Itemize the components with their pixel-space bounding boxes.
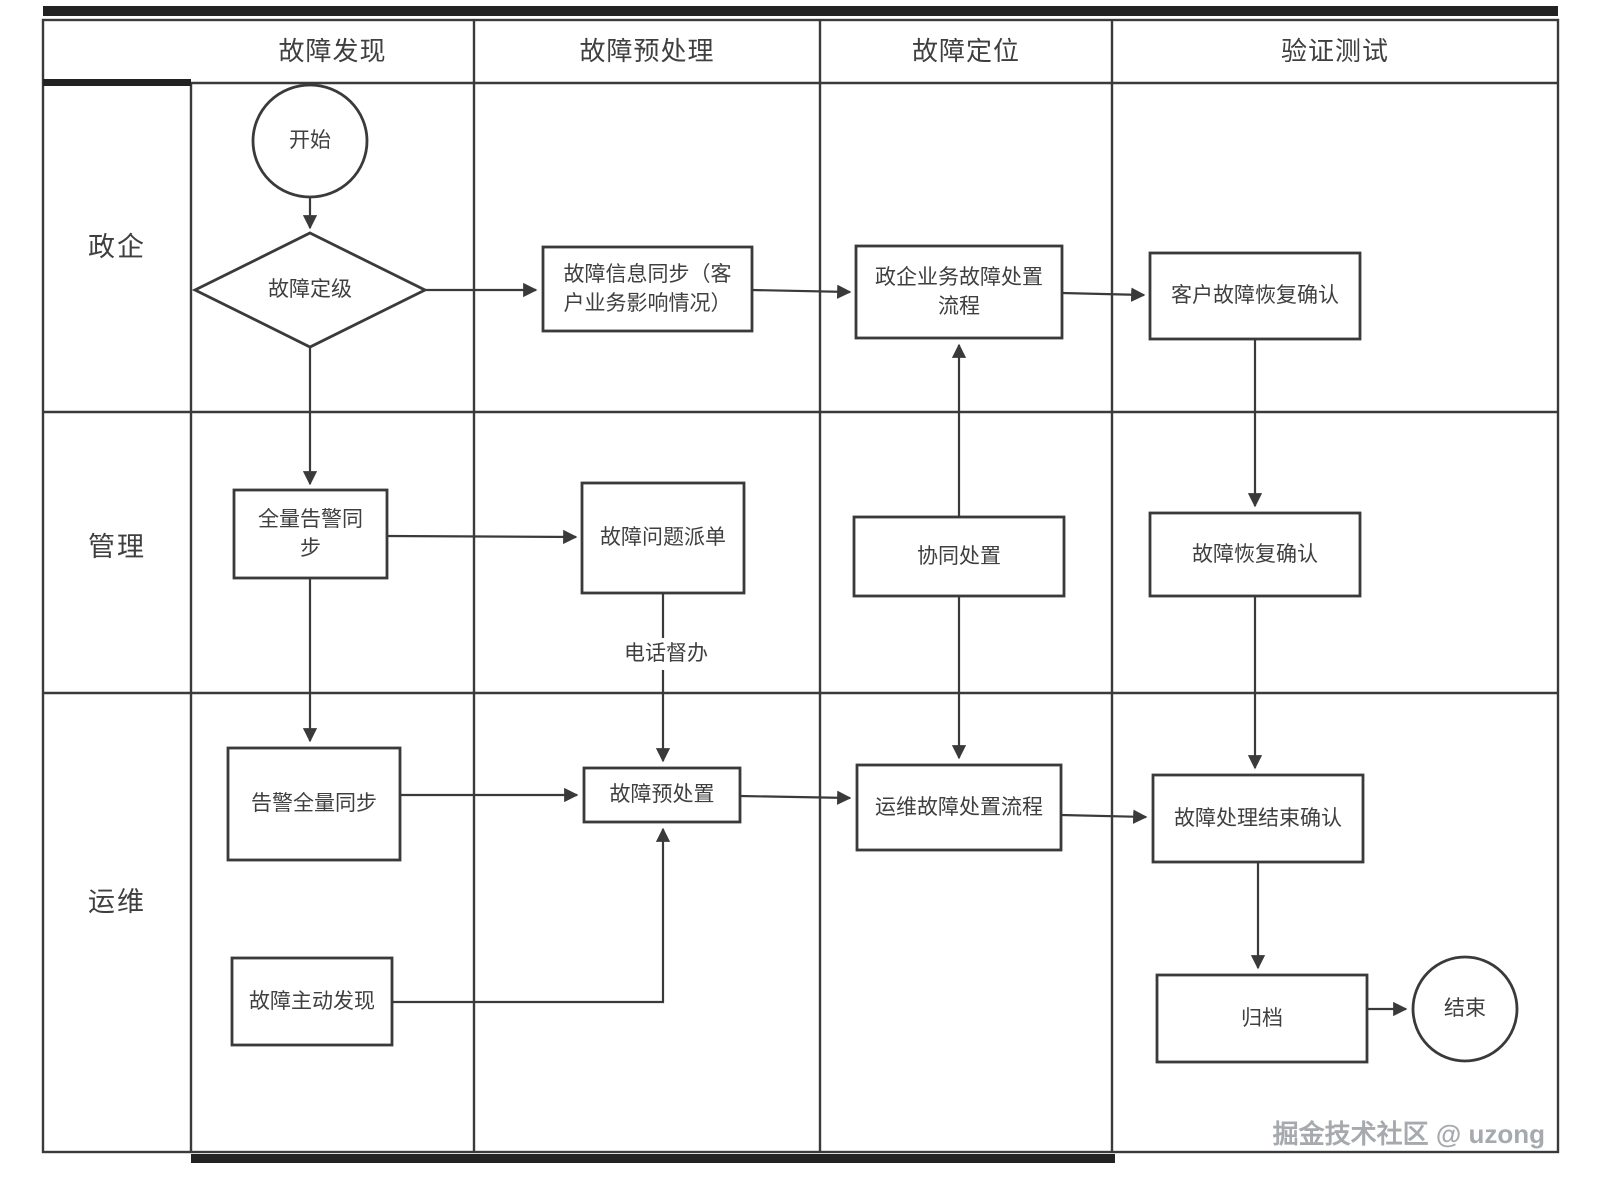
gov-business-process-node: 政企业务故障处置 流程: [875, 265, 1043, 318]
swimlane-grid: [41, 18, 1560, 1154]
start-node: 开始: [289, 129, 331, 153]
fault-recovery-confirm-shape: [1148, 511, 1362, 598]
edge-opsprocess-to-endconfirm: [1060, 809, 1148, 824]
fault-recovery-confirm-node: 故障恢复确认: [1192, 542, 1318, 566]
customer-recovery-confirm-shape: [1148, 251, 1362, 341]
ops-fault-process-node: 运维故障处置流程: [875, 795, 1043, 819]
lane-label-management: 管理: [88, 531, 146, 562]
alarm-full-sync-shape: [226, 746, 402, 862]
phase-header-verification-test: 验证测试: [1280, 36, 1389, 67]
edge-govprocess-to-customerconfirm: [1061, 287, 1146, 302]
fault-ticket-dispatch-node: 故障问题派单: [600, 526, 726, 550]
phone-supervision-label: 电话督办: [613, 638, 719, 670]
fault-info-sync-shape: [541, 245, 754, 333]
top-thick-bar: [43, 6, 1558, 16]
phase-header-fault-prehandling: 故障预处理: [579, 36, 715, 67]
fault-pre-handle-node: 故障预处置: [609, 783, 715, 807]
watermark: 掘金技术社区 @ uzong: [1272, 1118, 1545, 1149]
collaborative-handling-node: 协同处置: [917, 544, 1001, 568]
customer-recovery-confirm-node: 客户故障恢复确认: [1171, 284, 1339, 308]
fault-end-confirm-shape: [1151, 773, 1365, 864]
edge-prehandle-to-opsprocess: [739, 790, 852, 805]
fault-end-confirm-node: 故障处理结束确认: [1174, 806, 1342, 830]
edge-fullalarmsync-to-dispatch: [386, 529, 578, 545]
selection-bars: [43, 6, 1558, 1163]
archive-node: 归档: [1241, 1006, 1283, 1030]
pool-border: [41, 18, 1560, 1154]
fault-proactive-discovery-shape: [230, 956, 394, 1047]
phase-header-fault-discovery: 故障发现: [278, 36, 387, 67]
label-column-thick-bar: [43, 79, 191, 86]
phase-header-fault-location: 故障定位: [911, 36, 1020, 67]
archive-shape: [1155, 973, 1369, 1064]
node-shapes: [191, 83, 1519, 1064]
end-node-shape: [1411, 955, 1519, 1063]
fault-grading-decision-shape: [191, 231, 429, 349]
bottom-thick-bar: [191, 1154, 1115, 1163]
edges: [302, 197, 1408, 1017]
fault-pre-handle-shape: [582, 766, 742, 824]
fault-proactive-discovery-node: 故障主动发现: [249, 989, 375, 1013]
edge-proactive-to-prehandle: [392, 827, 671, 1004]
lane-label-operations: 运维: [88, 886, 146, 917]
fault-grading-decision: 故障定级: [268, 278, 352, 302]
start-node-shape: [251, 83, 369, 199]
full-alarm-sync-node: 全量告警同 步: [258, 507, 363, 560]
fault-ticket-dispatch-shape: [580, 481, 746, 595]
edge-infosync-to-govprocess: [751, 284, 852, 299]
lane-label-gov-enterprise: 政企: [88, 231, 146, 262]
end-node: 结束: [1444, 997, 1486, 1021]
gov-business-process-shape: [854, 244, 1064, 340]
ops-fault-process-shape: [855, 763, 1063, 852]
full-alarm-sync-shape: [232, 488, 389, 580]
fault-info-sync-node: 故障信息同步（客 户业务影响情况）: [563, 262, 732, 315]
alarm-full-sync-node: 告警全量同步: [251, 792, 377, 816]
collaborative-handling-shape: [852, 515, 1066, 598]
